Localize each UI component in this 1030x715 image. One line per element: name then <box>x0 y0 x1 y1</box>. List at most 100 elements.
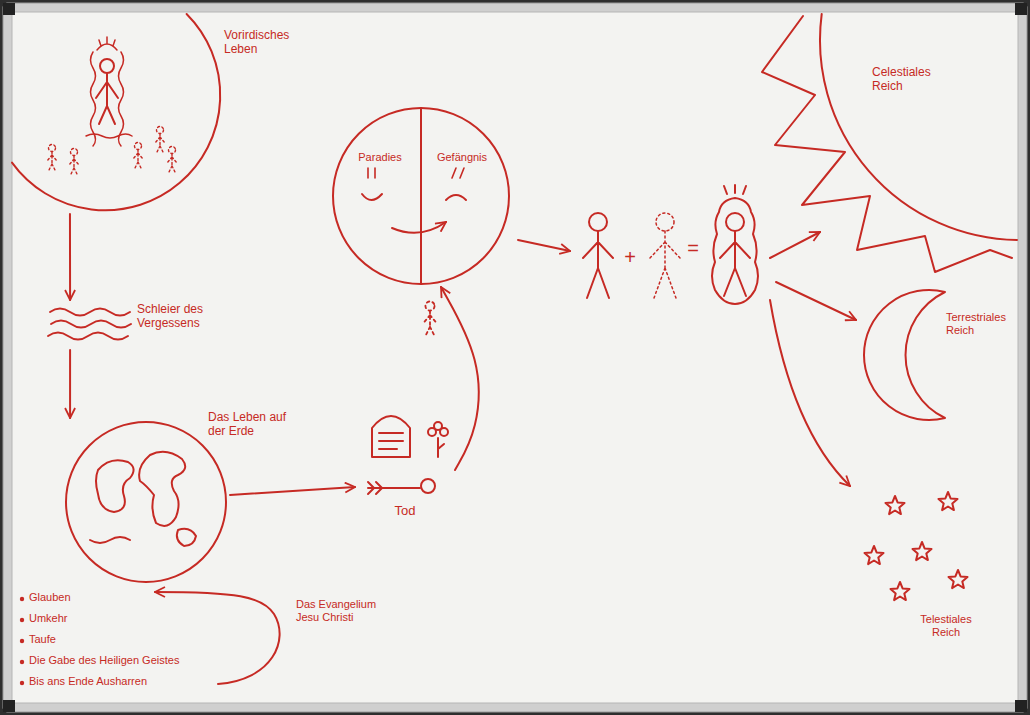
happy-mouth <box>362 194 382 200</box>
figure-body <box>96 73 118 124</box>
spirit-head <box>656 213 674 231</box>
spirit-figure <box>47 145 57 173</box>
list-item: Glauben <box>29 591 189 604</box>
list-item: Bis ans Ende Ausharren <box>29 675 209 688</box>
node-label: Paradies <box>342 151 418 164</box>
gravestone-lines <box>379 433 403 449</box>
veil-symbol: Schleier des Vergessens <box>45 300 235 350</box>
happy-eyes <box>368 168 375 178</box>
star <box>865 546 884 564</box>
crossing-arrow <box>392 222 446 233</box>
spirit-body <box>650 231 680 298</box>
moon-outline <box>864 290 945 420</box>
sun-rays <box>762 16 1012 272</box>
star <box>913 542 932 560</box>
text-slot: Terrestriales Reich <box>946 311 1016 337</box>
bullet <box>20 639 24 643</box>
spirit-figure <box>69 149 79 177</box>
frame-corner <box>3 700 15 712</box>
continent <box>96 460 134 512</box>
gospel-arrow <box>155 592 280 684</box>
bullet <box>20 618 24 622</box>
premortal-circle: Vorirdisches Leben <box>12 14 222 214</box>
figure-head <box>100 59 114 73</box>
node-label: Celestiales Reich <box>872 65 952 94</box>
bullet <box>20 660 24 664</box>
body-head <box>589 213 607 231</box>
veil-waves <box>48 309 131 340</box>
premortal-outline <box>12 14 220 210</box>
ground-scribble <box>86 134 132 138</box>
earth-circle: Das Leben auf der Erde <box>62 418 230 586</box>
text-slot: Celestiales Reich <box>872 65 952 94</box>
departed-spirit <box>424 301 437 337</box>
spirit-world-divider <box>420 108 422 284</box>
judgment-arrow <box>770 232 820 258</box>
star <box>891 582 910 600</box>
marker-drawing <box>47 37 856 684</box>
telestial-stars: Telestiales Reich <box>860 488 990 658</box>
list-item-slot: Bis ans Ende Ausharren <box>29 675 209 688</box>
board-surface <box>12 12 1018 703</box>
node-label: Gefängnis <box>424 151 500 164</box>
flower <box>428 422 448 457</box>
star <box>949 570 968 588</box>
sad-mouth <box>446 195 466 200</box>
flow-arrow <box>441 287 479 470</box>
fallen-body <box>368 482 420 494</box>
list-item-slot: Umkehr <box>29 612 189 625</box>
sun-outline <box>820 14 1017 240</box>
node-label: Tod <box>380 503 430 519</box>
spirit-figure <box>167 147 177 175</box>
node-label: Schleier des Vergessens <box>137 302 232 331</box>
node-shape <box>12 14 222 214</box>
sad-eyes <box>452 168 464 178</box>
node-shape <box>62 418 230 586</box>
spirit-world-outline <box>333 108 509 284</box>
fallen-head <box>421 479 435 493</box>
board-frame <box>3 3 1027 712</box>
resurrected-body <box>720 231 750 296</box>
glow-rays <box>724 185 746 194</box>
resurrected-glow <box>712 198 758 304</box>
list-item: Taufe <box>29 633 189 646</box>
plus-sign-slot: + <box>621 245 639 269</box>
list-item: Umkehr <box>29 612 189 625</box>
spirit-figure <box>133 143 143 171</box>
node-shape <box>860 488 990 658</box>
list-item-slot: Die Gabe des Heiligen Geistes <box>29 654 209 667</box>
spirit-figure <box>155 127 165 155</box>
earth-outline <box>66 422 226 582</box>
frame-corner <box>1015 3 1027 15</box>
star <box>939 492 958 510</box>
text-slot: Gefängnis <box>424 151 500 164</box>
resurrection-arrow <box>518 240 570 251</box>
flow-arrow <box>69 350 71 418</box>
continent <box>90 537 130 543</box>
frame-corner <box>1015 700 1027 712</box>
glory-glow <box>91 37 124 146</box>
bullet <box>20 681 24 685</box>
list-item: Die Gabe des Heiligen Geistes <box>29 654 209 667</box>
plus-sign: + <box>621 245 639 269</box>
node-shape <box>862 285 1018 425</box>
frame-corner <box>3 3 15 15</box>
node-label: Terrestriales Reich <box>946 311 1016 337</box>
terrestrial-moon: Terrestriales Reich <box>862 285 1018 425</box>
judgment-arrow <box>776 282 856 320</box>
celestial-sun: Celestiales Reich <box>745 14 1017 276</box>
continent <box>139 452 185 526</box>
text-slot: Telestiales Reich <box>908 613 984 639</box>
star <box>886 496 905 514</box>
text-slot: Das Leben auf der Erde <box>208 410 300 439</box>
node-label: Vorirdisches Leben <box>224 28 314 57</box>
list-item-slot: Taufe <box>29 633 189 646</box>
spirit-world-circle: Paradies Gefängnis <box>330 105 512 287</box>
text-slot: Vorirdisches Leben <box>224 28 314 57</box>
text-slot: Tod <box>380 503 430 519</box>
